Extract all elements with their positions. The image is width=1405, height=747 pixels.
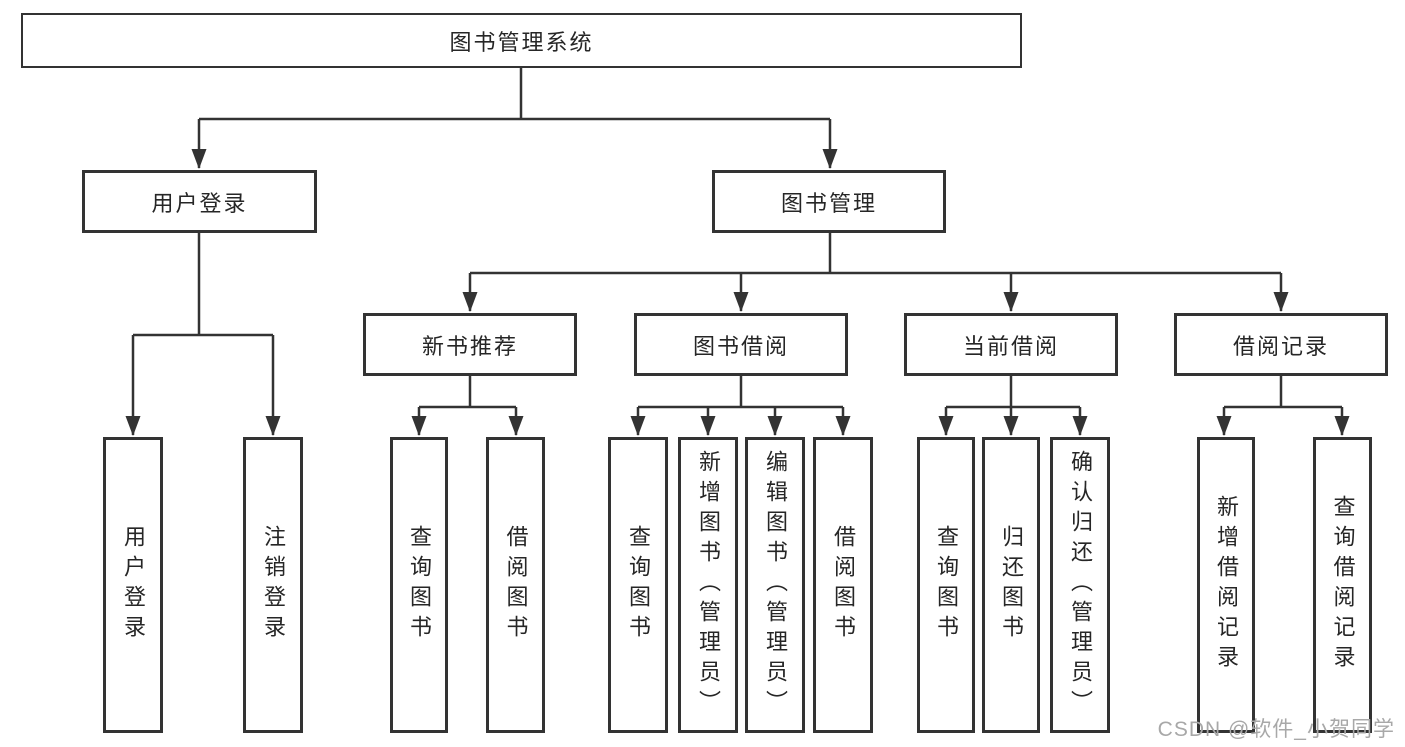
leaf-borrow-edit-books-admin: 编辑图书（管理员） (745, 437, 805, 733)
leaf-label: 查询图书 (407, 525, 432, 645)
leaf-recommend-borrow-books: 借阅图书 (486, 437, 545, 733)
leaf-label: 注销登录 (261, 525, 286, 645)
node-book-borrow: 图书借阅 (634, 313, 848, 376)
leaf-current-confirm-return-admin: 确认归还（管理员） (1050, 437, 1110, 733)
node-label: 用户登录 (151, 190, 248, 216)
leaf-label: 用户登录 (121, 525, 146, 645)
node-label: 图书管理系统 (449, 29, 594, 55)
leaf-current-return-books: 归还图书 (982, 437, 1040, 733)
node-label: 图书管理 (780, 190, 877, 216)
leaf-label: 新增图书（管理员） (696, 450, 721, 720)
leaf-label: 新增借阅记录 (1214, 495, 1239, 675)
node-borrow-records: 借阅记录 (1174, 313, 1388, 376)
leaf-user-login: 用户登录 (103, 437, 163, 733)
leaf-records-query-record: 查询借阅记录 (1313, 437, 1372, 733)
leaf-borrow-borrow-books: 借阅图书 (813, 437, 873, 733)
leaf-label: 查询借阅记录 (1330, 495, 1356, 675)
leaf-records-add-record: 新增借阅记录 (1197, 437, 1255, 733)
leaf-label: 借阅图书 (503, 525, 529, 645)
leaf-label: 归还图书 (999, 525, 1024, 645)
node-label: 新书推荐 (421, 333, 518, 359)
leaf-label: 查询图书 (934, 525, 959, 645)
node-root: 图书管理系统 (21, 13, 1022, 68)
node-label: 当前借阅 (962, 333, 1059, 359)
node-label: 借阅记录 (1232, 333, 1329, 359)
csdn-watermark: CSDN @软件_小贺同学 (1157, 718, 1395, 741)
node-new-book-recommend: 新书推荐 (363, 313, 577, 376)
leaf-current-query-books: 查询图书 (917, 437, 975, 733)
leaf-label: 确认归还（管理员） (1068, 450, 1093, 720)
node-label: 图书借阅 (692, 333, 789, 359)
leaf-borrow-query-books: 查询图书 (608, 437, 668, 733)
leaf-label: 借阅图书 (831, 525, 856, 645)
leaf-logout: 注销登录 (243, 437, 303, 733)
node-current-borrow: 当前借阅 (904, 313, 1118, 376)
edges (125, 68, 1350, 437)
leaf-label: 查询图书 (626, 525, 651, 645)
leaf-recommend-query-books: 查询图书 (390, 437, 448, 733)
node-user-login: 用户登录 (82, 170, 317, 233)
leaf-label: 编辑图书（管理员） (763, 450, 788, 720)
node-book-management: 图书管理 (712, 170, 946, 233)
leaf-borrow-add-books-admin: 新增图书（管理员） (678, 437, 738, 733)
